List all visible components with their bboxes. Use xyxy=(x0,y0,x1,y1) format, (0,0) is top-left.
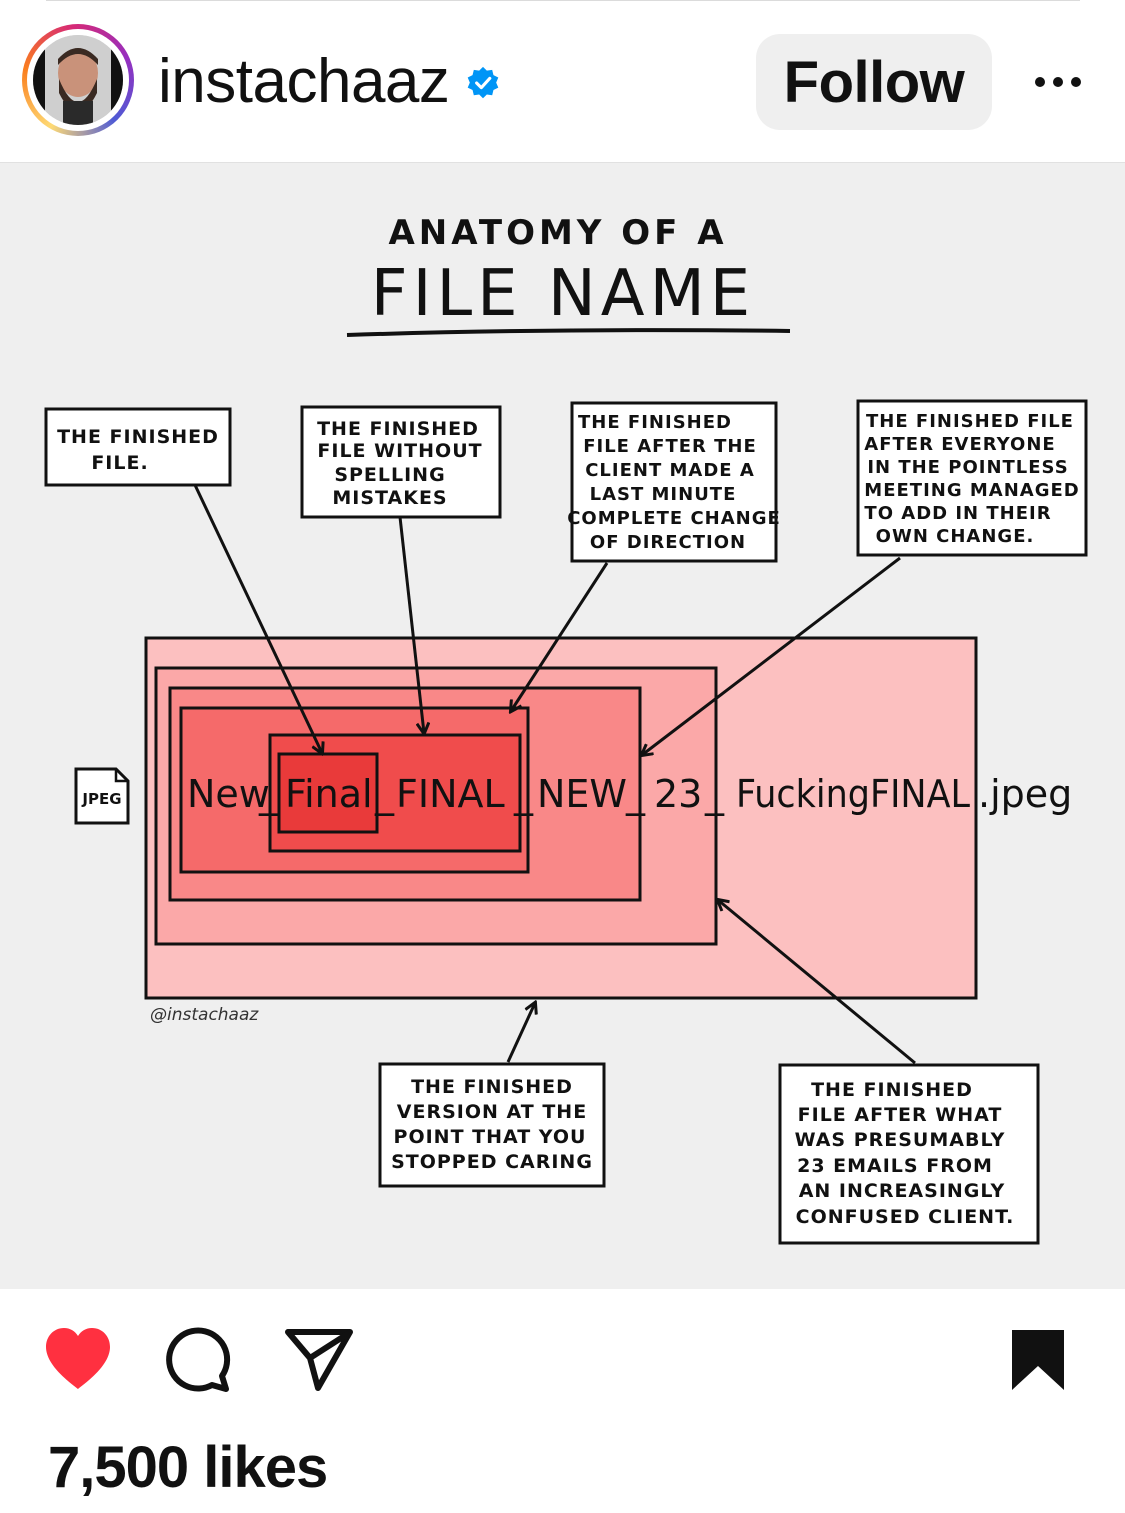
send-icon[interactable] xyxy=(284,1326,354,1392)
svg-text:MEETING MANAGED: MEETING MANAGED xyxy=(864,480,1079,501)
svg-text:STOPPED CARING: STOPPED CARING xyxy=(391,1151,593,1173)
svg-text:FILE AFTER WHAT: FILE AFTER WHAT xyxy=(798,1104,1003,1126)
svg-text:FILE WITHOUT: FILE WITHOUT xyxy=(317,440,482,462)
svg-text:THE FINISHED: THE FINISHED xyxy=(578,412,732,433)
svg-text:IN THE POINTLESS: IN THE POINTLESS xyxy=(867,457,1068,478)
filename-separator: _ xyxy=(258,772,279,816)
avatar[interactable] xyxy=(22,24,134,136)
watermark: @instachaaz xyxy=(150,1005,259,1025)
svg-text:AN INCREASINGLY: AN INCREASINGLY xyxy=(799,1180,1006,1202)
filename-part-new-upper: NEW xyxy=(537,772,627,816)
filename: New _ Final _ FINAL _ NEW _ 23 _ Fucking… xyxy=(187,772,1072,816)
callout-box-4: THE FINISHED FILE AFTER EVERYONE IN THE … xyxy=(856,399,1088,557)
svg-text:THE FINISHED: THE FINISHED xyxy=(811,1079,973,1101)
title-underline xyxy=(346,328,791,337)
svg-text:OF DIRECTION: OF DIRECTION xyxy=(590,532,746,553)
post-image[interactable]: ANATOMY OF A FILE NAME JPEG New _ Final … xyxy=(0,162,1125,1289)
svg-text:THE FINISHED: THE FINISHED xyxy=(317,418,479,440)
svg-text:WAS PRESUMABLY: WAS PRESUMABLY xyxy=(795,1129,1006,1151)
follow-button[interactable]: Follow xyxy=(756,34,992,130)
svg-text:VERSION AT THE: VERSION AT THE xyxy=(397,1101,587,1123)
svg-text:23 EMAILS FROM: 23 EMAILS FROM xyxy=(797,1155,993,1177)
svg-text:OWN CHANGE.: OWN CHANGE. xyxy=(876,526,1035,547)
svg-text:THE FINISHED FILE: THE FINISHED FILE xyxy=(866,411,1074,432)
callout-box-1: THE FINISHED FILE. xyxy=(44,407,232,487)
svg-text:TO ADD IN THEIR: TO ADD IN THEIR xyxy=(864,503,1051,524)
svg-text:CONFUSED CLIENT.: CONFUSED CLIENT. xyxy=(796,1206,1015,1228)
svg-text:MISTAKES: MISTAKES xyxy=(332,487,447,509)
filename-part-23: 23 xyxy=(654,772,702,816)
bookmark-filled-icon[interactable] xyxy=(1008,1328,1068,1392)
illustration-title-line2: FILE NAME xyxy=(371,257,755,331)
svg-text:THE FINISHED: THE FINISHED xyxy=(57,426,219,448)
callout-box-2: THE FINISHED FILE WITHOUT SPELLING MISTA… xyxy=(300,405,502,519)
heart-filled-icon[interactable] xyxy=(42,1326,114,1392)
svg-text:FILE.: FILE. xyxy=(91,452,148,474)
filename-extension: .jpeg xyxy=(978,772,1072,816)
svg-text:COMPLETE CHANGE: COMPLETE CHANGE xyxy=(567,508,781,529)
more-horizontal-icon[interactable] xyxy=(1032,70,1084,94)
jpeg-file-icon: JPEG xyxy=(74,767,130,825)
svg-text:FILE AFTER THE: FILE AFTER THE xyxy=(583,436,757,457)
username[interactable]: instachaaz xyxy=(158,47,450,116)
filename-separator: _ xyxy=(704,772,725,816)
comment-icon[interactable] xyxy=(164,1326,234,1394)
callout-box-6: THE FINISHED FILE AFTER WHAT WAS PRESUMA… xyxy=(778,1063,1040,1245)
callout-box-3: THE FINISHED FILE AFTER THE CLIENT MADE … xyxy=(567,401,781,563)
svg-text:LAST MINUTE: LAST MINUTE xyxy=(590,484,737,505)
filename-part-final-upper: FINAL xyxy=(396,772,505,816)
filename-part-new: New xyxy=(187,772,270,816)
svg-text:JPEG: JPEG xyxy=(81,790,121,808)
filename-part-final: Final xyxy=(285,772,373,816)
top-divider xyxy=(46,0,1080,1)
callout-arrows xyxy=(193,484,916,1065)
user-avatar-icon xyxy=(33,35,123,125)
filename-separator: _ xyxy=(374,772,395,816)
svg-text:THE FINISHED: THE FINISHED xyxy=(411,1076,573,1098)
filename-part-fuckingfinal: FuckingFINAL xyxy=(736,772,970,816)
filename-separator: _ xyxy=(625,772,646,816)
svg-text:AFTER EVERYONE: AFTER EVERYONE xyxy=(864,434,1055,455)
filename-separator: _ xyxy=(513,772,534,816)
svg-text:POINT THAT YOU: POINT THAT YOU xyxy=(394,1126,587,1148)
layer-box-6 xyxy=(277,752,379,834)
svg-text:CLIENT MADE A: CLIENT MADE A xyxy=(585,460,755,481)
verified-badge-icon xyxy=(467,66,499,99)
svg-text:SPELLING: SPELLING xyxy=(334,464,445,486)
callout-box-5: THE FINISHED VERSION AT THE POINT THAT Y… xyxy=(378,1062,606,1188)
likes-count[interactable]: 7,500 likes xyxy=(48,1435,328,1500)
illustration-title-line1: ANATOMY OF A xyxy=(388,213,727,253)
